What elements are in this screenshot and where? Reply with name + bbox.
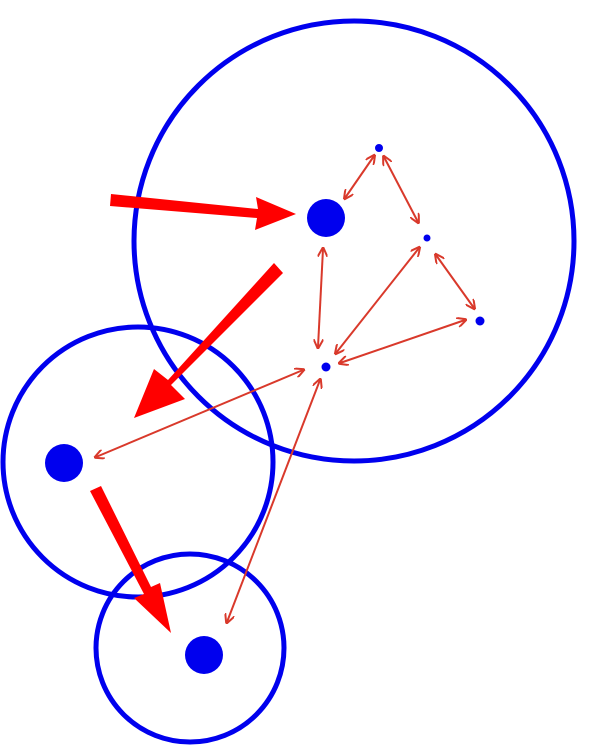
thin-arrow-c-d: [436, 255, 474, 308]
thin-arrow-b-c: [384, 157, 418, 222]
thin-arrow-e-g: [227, 380, 320, 622]
node-small-right-upper: [423, 234, 431, 242]
thin-arrow-d-e: [340, 320, 465, 363]
thick-arrow-into-top-node: [110, 194, 296, 230]
node-small-top: [375, 144, 383, 152]
small-circle-bottom: [93, 551, 287, 745]
circles-group: [0, 18, 577, 745]
node-small-center: [321, 362, 331, 372]
node-big-left: [45, 444, 83, 482]
thick-arrow-top-to-left: [134, 263, 283, 418]
thin-arrows-group: [96, 156, 474, 622]
node-big-bottom: [185, 636, 223, 674]
node-big-top: [307, 199, 345, 237]
large-circle-top: [131, 18, 577, 464]
thin-arrow-a-e: [318, 249, 323, 347]
node-small-right-lower: [475, 316, 485, 326]
thick-arrow-left-to-bottom: [90, 486, 171, 633]
thin-arrow-a-b: [345, 156, 374, 198]
medium-circle-left: [0, 324, 276, 600]
thick-arrows-group: [90, 194, 296, 633]
nodes-group: [45, 144, 485, 674]
thin-arrow-c-e: [336, 248, 419, 353]
